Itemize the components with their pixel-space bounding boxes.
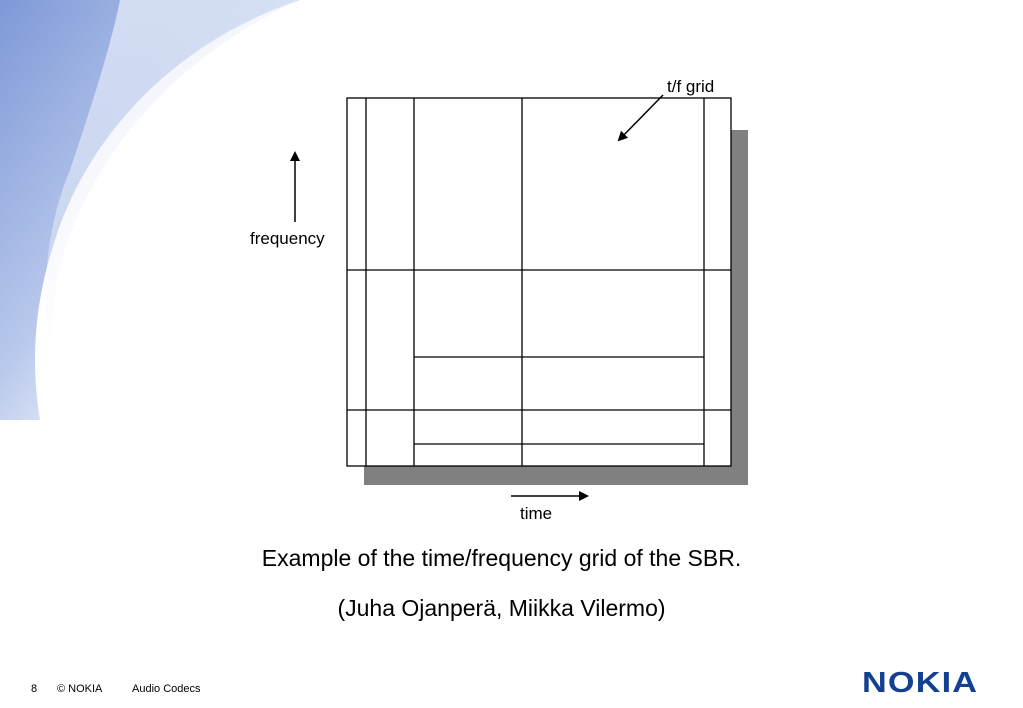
nokia-logo: NOKIA xyxy=(862,667,979,699)
swoosh-band-outer xyxy=(0,0,300,420)
footer-presentation-title: Audio Codecs xyxy=(132,683,201,695)
frequency-label: frequency xyxy=(250,229,325,248)
footer-copyright: © NOKIA xyxy=(57,683,103,695)
caption-authors: (Juha Ojanperä, Miikka Vilermo) xyxy=(337,595,666,621)
caption-title: Example of the time/frequency grid of th… xyxy=(261,545,742,571)
grid-lines xyxy=(347,98,731,466)
grid-label: t/f grid xyxy=(667,77,714,96)
footer-page-number: 8 xyxy=(31,683,38,695)
grid-frame xyxy=(346,97,732,467)
time-label: time xyxy=(520,504,552,523)
swoosh-band-inner xyxy=(45,0,301,350)
grid-pointer-arrow xyxy=(617,94,664,142)
